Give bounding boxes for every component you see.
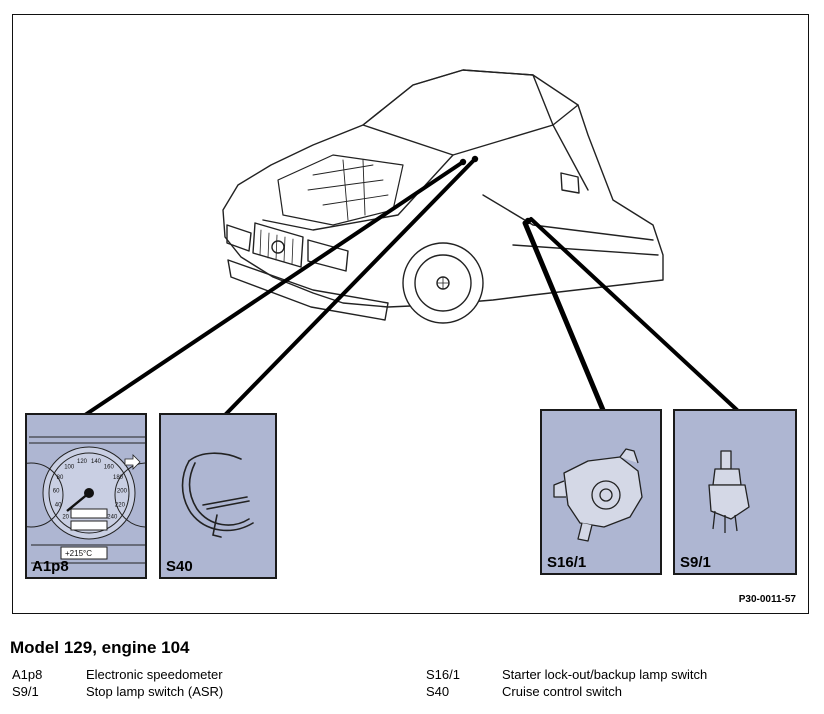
panel-label-a1p8: A1p8: [32, 558, 69, 575]
callout-point-steering: [472, 156, 478, 162]
speedo-tick-label: 180: [113, 475, 124, 481]
speedo-tick-label: 100: [64, 465, 75, 471]
odometer-readout: +215°C: [65, 549, 92, 558]
speedometer-drawing: 2040 60 80100120140160 180 200 220 240 +215°C: [27, 415, 147, 579]
panel-label-s16-1: S16/1: [547, 554, 586, 571]
steering-wheel-drawing: [161, 415, 277, 579]
speedo-tick-label: 40: [55, 503, 62, 509]
panel-a1p8: 20406080100120140160180200220240 +215°C …: [25, 413, 147, 579]
stop-lamp-switch-drawing: [675, 411, 797, 575]
grille-bars: [260, 230, 293, 264]
panel-label-s9-1: S9/1: [680, 554, 711, 571]
panel-s9-1: S9/1: [673, 409, 797, 575]
speedo-tick-label: 220: [115, 503, 126, 509]
callout-point-dash: [460, 159, 466, 165]
legend-column-left: A1p8 Electronic speedometer S9/1 Stop la…: [12, 666, 223, 700]
car-windshield: [363, 70, 553, 155]
panel-s40: S40: [159, 413, 277, 579]
engine-detail: [308, 160, 388, 220]
legend-code: S40: [426, 683, 502, 700]
front-bumper: [228, 260, 388, 320]
side-mirror: [561, 173, 579, 193]
speedo-tick-label: 240: [107, 514, 118, 520]
legend-code: S16/1: [426, 666, 502, 683]
legend-item: S9/1 Stop lamp switch (ASR): [12, 683, 223, 700]
star-emblem: [272, 241, 284, 253]
diagram-figure: 20406080100120140160180200220240 +215°C …: [12, 14, 809, 614]
legend-text: Cruise control switch: [502, 683, 622, 700]
figure-code: P30-0011-57: [739, 594, 796, 605]
speedo-tick-label: 160: [104, 465, 115, 471]
legend-code: A1p8: [12, 666, 86, 683]
door-line: [483, 195, 658, 255]
legend-item: S40 Cruise control switch: [426, 683, 707, 700]
starter-switch-drawing: [542, 411, 662, 575]
speedo-tick-label: 200: [117, 489, 128, 495]
callout-point-door: [525, 218, 531, 224]
legend-item: A1p8 Electronic speedometer: [12, 666, 223, 683]
speedo-tick-label: 20: [62, 514, 69, 520]
speedo-tick-label: 120: [77, 459, 88, 465]
speedo-tick-label: 80: [57, 475, 64, 481]
headlight-left: [227, 225, 251, 251]
legend-code: S9/1: [12, 683, 86, 700]
legend-text: Electronic speedometer: [86, 666, 223, 683]
legend-text: Starter lock-out/backup lamp switch: [502, 666, 707, 683]
legend-column-right: S16/1 Starter lock-out/backup lamp switc…: [426, 666, 707, 700]
speedo-tick-label: 60: [53, 489, 60, 495]
caption-title: Model 129, engine 104: [10, 638, 190, 658]
panel-label-s40: S40: [166, 558, 193, 575]
speedo-tick-label: 140: [91, 459, 102, 465]
panel-s16-1: S16/1: [540, 409, 662, 575]
legend-text: Stop lamp switch (ASR): [86, 683, 223, 700]
legend-item: S16/1 Starter lock-out/backup lamp switc…: [426, 666, 707, 683]
